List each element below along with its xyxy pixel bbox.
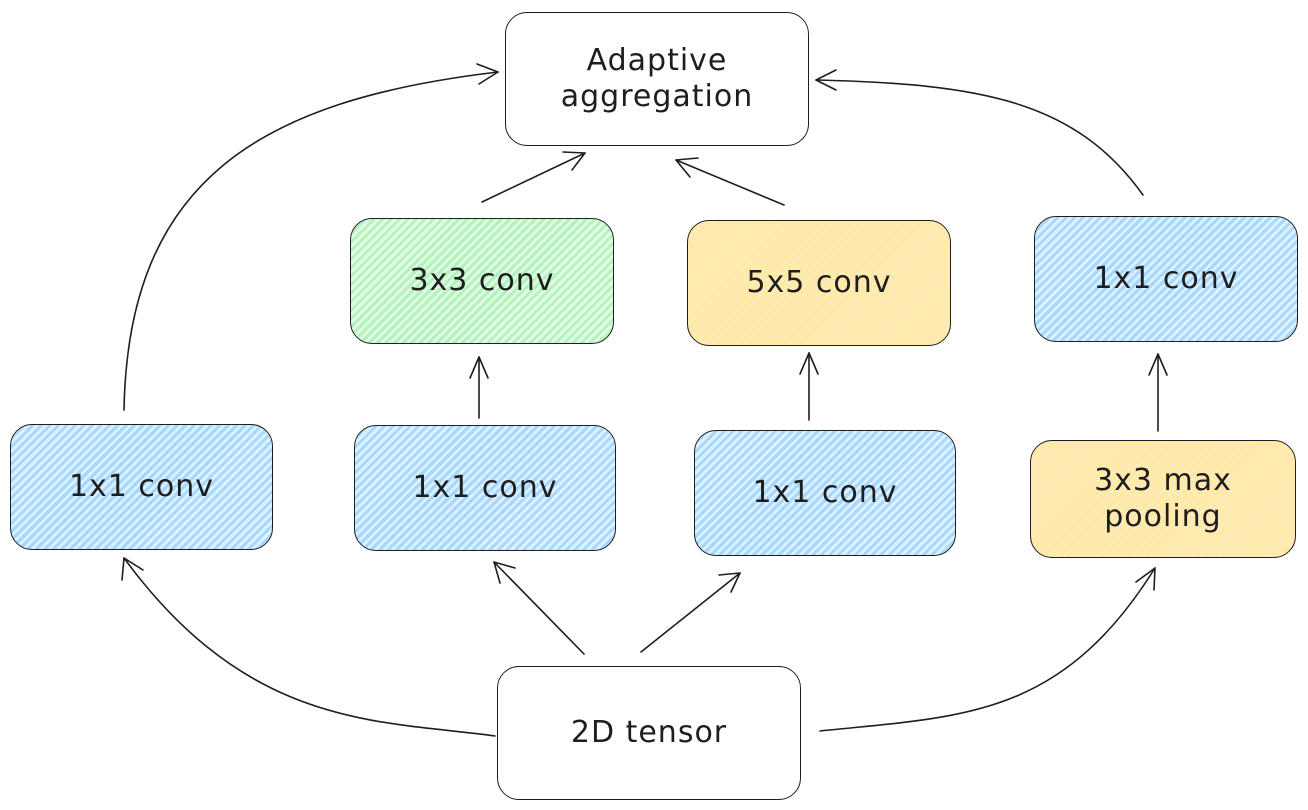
edge-input-to-conv1x1-left xyxy=(123,557,496,737)
conv1x1-left-node: 1x1 conv xyxy=(10,424,273,550)
max-pooling-label: 3x3 max pooling xyxy=(1094,463,1232,534)
input-tensor-node: 2D tensor xyxy=(497,666,801,800)
conv3x3-node: 3x3 conv xyxy=(350,218,614,344)
arrowhead-conv1x1-reduce-3x3 xyxy=(493,561,516,584)
conv1x1-pool-branch-node: 1x1 conv xyxy=(1034,216,1298,342)
max-pooling-node: 3x3 max pooling xyxy=(1030,440,1296,558)
edge-input-to-conv1x1-reduce-3x3 xyxy=(493,561,585,655)
conv1x1-reduce-5x5-node: 1x1 conv xyxy=(694,430,956,556)
conv1x1-reduce-5x5-label: 1x1 conv xyxy=(752,475,898,510)
edge-conv1x1-left-to-aggregation xyxy=(123,71,499,411)
adaptive-aggregation-label: Adaptive aggregation xyxy=(560,43,754,114)
arrowhead-aggregation-5x5 xyxy=(675,157,699,178)
arrowhead-aggregation-left xyxy=(476,63,499,85)
edge-input-to-maxpool xyxy=(819,567,1156,732)
edge-conv3x3-to-aggregation xyxy=(481,152,586,203)
conv1x1-left-label: 1x1 conv xyxy=(68,469,215,504)
edge-input-to-conv1x1-reduce-5x5 xyxy=(640,572,741,653)
adaptive-aggregation-node: Adaptive aggregation xyxy=(505,12,809,146)
conv5x5-label: 5x5 conv xyxy=(746,265,892,300)
arrowhead-conv5x5 xyxy=(799,352,819,375)
arrowhead-conv3x3 xyxy=(469,356,489,379)
edge-conv5x5-to-aggregation xyxy=(675,159,785,206)
conv1x1-reduce-3x3-label: 1x1 conv xyxy=(412,470,558,505)
input-tensor-label: 2D tensor xyxy=(570,715,728,750)
edge-conv1x1-pool-branch-to-aggregation xyxy=(815,79,1144,196)
arrowhead-aggregation-3x3 xyxy=(562,151,586,171)
arrowhead-conv1x1-pool-branch xyxy=(1148,353,1168,376)
conv1x1-pool-branch-label: 1x1 conv xyxy=(1093,261,1239,296)
arrowhead-maxpool xyxy=(1135,567,1156,591)
conv1x1-reduce-3x3-node: 1x1 conv xyxy=(354,425,616,551)
conv3x3-label: 3x3 conv xyxy=(409,263,555,298)
arrowhead-conv1x1-reduce-5x5 xyxy=(718,572,741,593)
arrowhead-conv1x1-left xyxy=(121,557,144,581)
arrowhead-aggregation-right xyxy=(815,69,837,91)
conv5x5-node: 5x5 conv xyxy=(687,220,951,346)
